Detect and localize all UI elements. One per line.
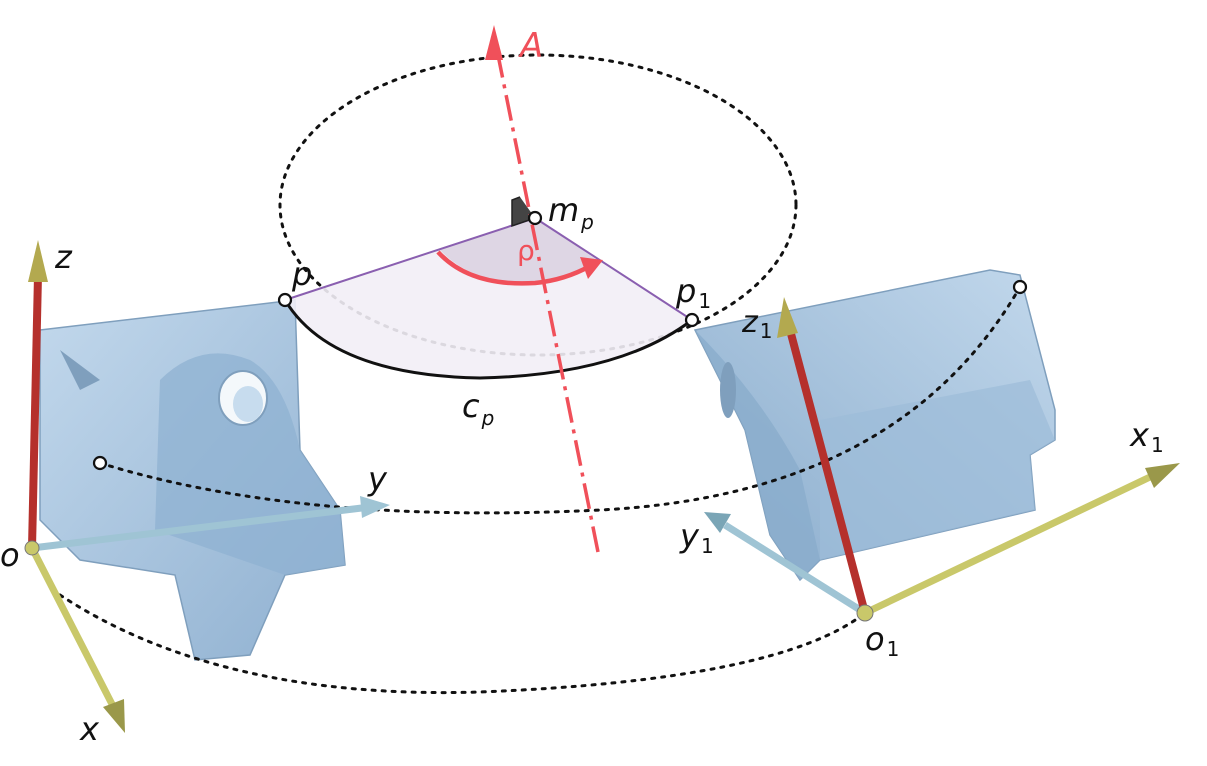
angle-rho-arrowhead [580,257,603,279]
rotation-circle-top [278,53,798,357]
point-p1 [684,312,700,328]
frame-o1 [704,297,1180,622]
axis-z [28,274,42,549]
axis-x1 [863,473,1152,617]
rotation-path-bottom [58,593,867,695]
radius-m-p [284,217,536,301]
angle-rho-arc [436,250,592,286]
right-part [693,269,1056,582]
label-o: o [0,536,20,574]
label-x: x [79,710,100,748]
point-m [527,210,543,226]
label-A: A [518,26,543,66]
axis-z1 [786,328,869,615]
axis-y [31,503,371,552]
point-left-mid [92,455,108,471]
axis-y1 [723,522,867,616]
point-right-top [1012,279,1028,295]
label-rho: ρ [517,234,535,267]
point-p [277,292,293,308]
axis-A-arrowhead [485,25,503,60]
label-p: p [291,255,312,293]
arc-cp [283,299,693,380]
origin-o1 [856,604,874,622]
radius-m-p1 [534,217,693,321]
label-y: y [367,460,388,498]
rotation-path-middle [98,285,1022,515]
left-part [39,299,346,661]
frame-o [24,240,390,733]
label-z: z [54,238,73,276]
origin-o [24,540,40,556]
axis-x [28,546,119,712]
